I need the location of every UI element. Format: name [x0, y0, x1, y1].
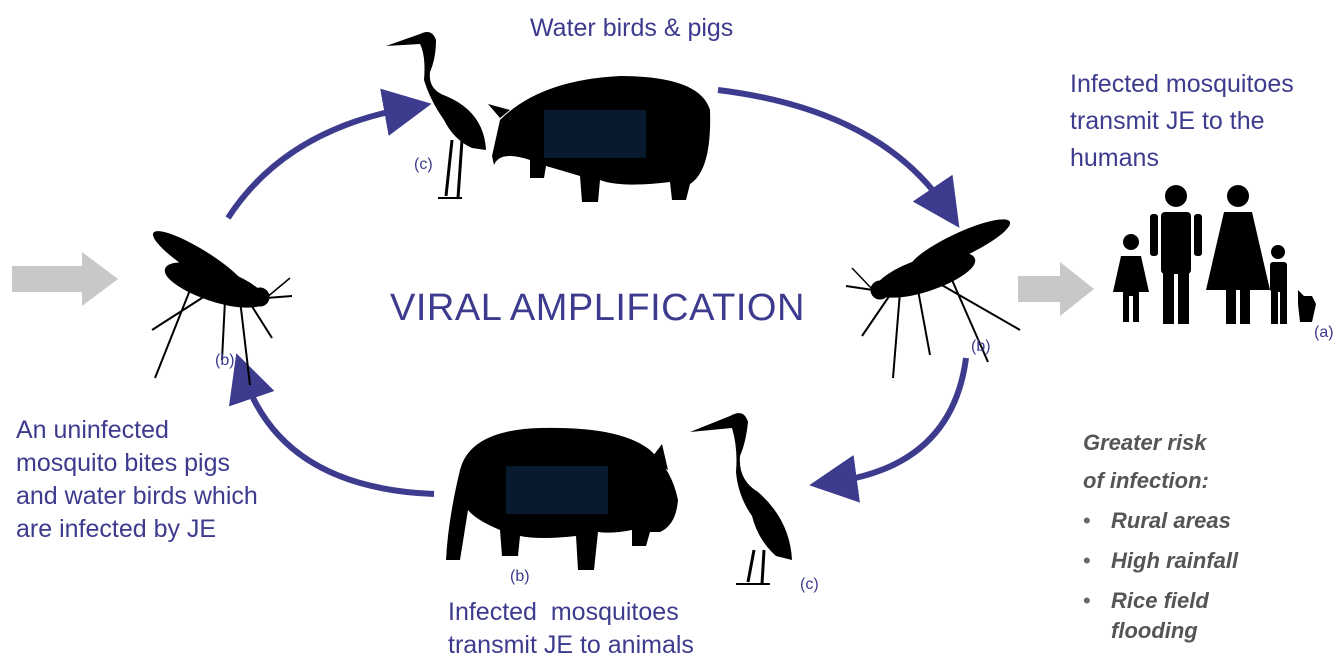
risk-panel: Greater risk of infection: • Rural areas … — [1083, 424, 1238, 646]
risk-item-text: Rice field — [1111, 588, 1209, 613]
label-c-top: (c) — [414, 156, 433, 174]
input-arrow-left — [12, 252, 118, 306]
center-title: VIRAL AMPLIFICATION — [390, 287, 805, 330]
risk-heading: of infection: — [1083, 462, 1238, 500]
cycle-arrow-top-to-right — [718, 90, 946, 208]
label-b-right: (b) — [971, 338, 991, 356]
bullet-icon: • — [1083, 506, 1091, 536]
animals-caption-line: Infected mosquitoes — [448, 596, 694, 629]
label-c-bottom: (c) — [800, 576, 819, 594]
risk-list: • Rural areas • High rainfall • Rice field f… — [1083, 506, 1238, 646]
label-b-left: (b) — [215, 352, 235, 370]
risk-item-text: High rainfall — [1111, 548, 1238, 573]
pig-icon — [446, 428, 678, 570]
heron-icon — [386, 32, 486, 198]
input-arrow-right — [1018, 262, 1094, 316]
uninfected-caption-line: are infected by JE — [16, 513, 258, 546]
label-a: (a) — [1314, 324, 1333, 342]
humans-caption-line: humans — [1070, 140, 1294, 177]
pig-icon — [488, 76, 710, 202]
humans-caption-line: transmit JE to the — [1070, 103, 1294, 140]
animals-caption: Infected mosquitoes transmit JE to anima… — [448, 596, 694, 662]
risk-heading: Greater risk — [1083, 424, 1238, 462]
cycle-arrow-right-to-bottom — [833, 358, 966, 482]
cycle-arrow-bottom-to-left — [244, 376, 434, 494]
uninfected-caption-line: mosquito bites pigs — [16, 447, 258, 480]
bullet-icon: • — [1083, 586, 1091, 616]
uninfected-caption: An uninfected mosquito bites pigs and wa… — [16, 414, 258, 546]
humans-caption: Infected mosquitoes transmit JE to the h… — [1070, 66, 1294, 177]
risk-item: • Rural areas — [1083, 506, 1238, 536]
risk-item: • High rainfall — [1083, 546, 1238, 576]
family-icon — [1113, 185, 1316, 324]
uninfected-caption-line: and water birds which — [16, 480, 258, 513]
heron-icon — [690, 413, 792, 584]
risk-item-text-cont: flooding — [1111, 618, 1198, 643]
animals-caption-line: transmit JE to animals — [448, 629, 694, 662]
uninfected-caption-line: An uninfected — [16, 414, 258, 447]
bullet-icon: • — [1083, 546, 1091, 576]
top-caption: Water birds & pigs — [530, 14, 733, 43]
risk-item: • Rice field flooding — [1083, 586, 1238, 646]
risk-item-text: Rural areas — [1111, 508, 1231, 533]
label-b-bottom: (b) — [510, 568, 530, 586]
mosquito-icon — [846, 211, 1020, 378]
cycle-arrow-left-to-top — [228, 108, 408, 218]
humans-caption-line: Infected mosquitoes — [1070, 66, 1294, 103]
